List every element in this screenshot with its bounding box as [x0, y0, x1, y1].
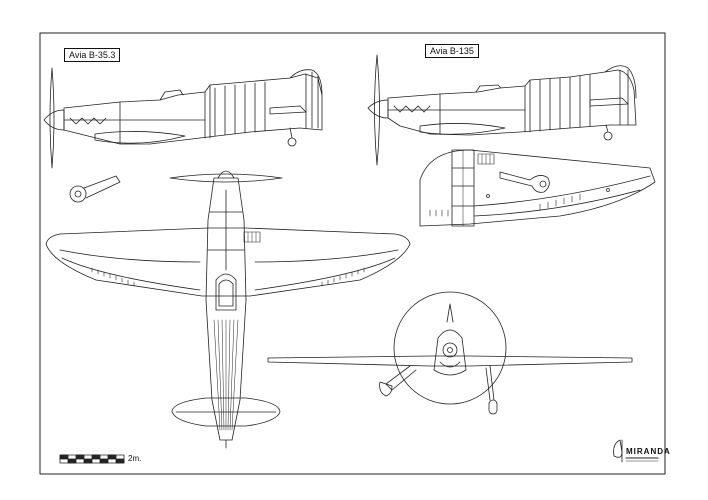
- label-avia-b35: Avia B-35.3: [64, 48, 121, 62]
- front-view: [267, 291, 633, 415]
- side-view-b135: [367, 54, 637, 166]
- scale-label: 2m.: [128, 454, 142, 463]
- scale-bar: [59, 454, 125, 464]
- miranda-logo: [613, 439, 659, 463]
- logo-text: MIRANDA: [626, 447, 671, 456]
- sheet-frame: [39, 32, 666, 475]
- detail-partial-plan-b135: [419, 149, 656, 227]
- side-view-b35: [43, 67, 323, 169]
- detail-part-left: [69, 175, 121, 203]
- label-avia-b135: Avia B-135: [425, 44, 479, 58]
- top-view: [45, 170, 411, 449]
